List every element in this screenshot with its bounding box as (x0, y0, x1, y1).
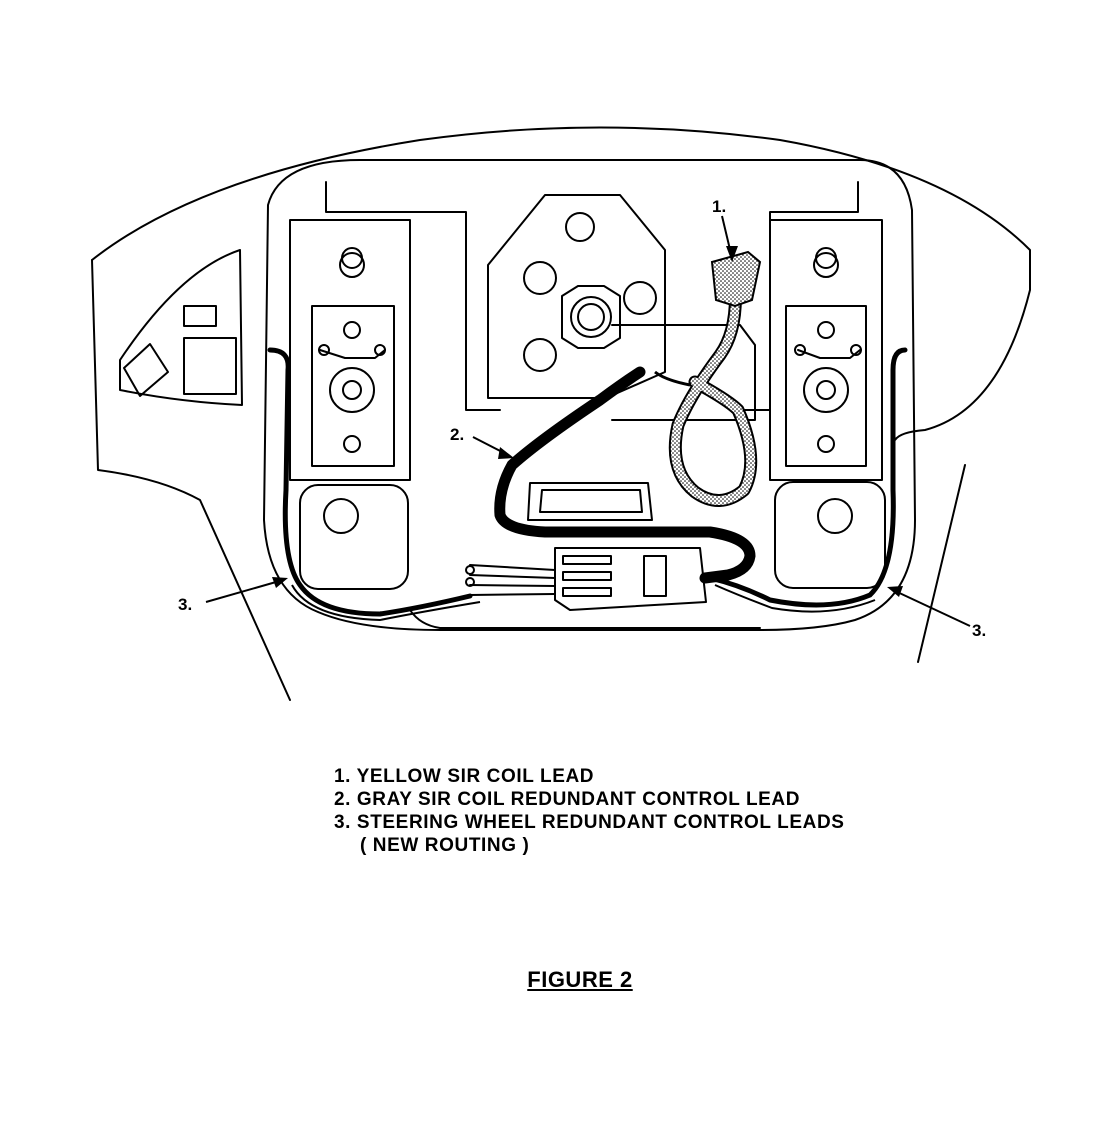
left-lower-block (299, 484, 409, 590)
callout-1: 1. (712, 197, 726, 216)
arrowhead-3-right (887, 586, 903, 597)
arrowhead-1 (726, 246, 738, 262)
left-bracket-pivot-outer (329, 367, 375, 413)
left-bracket-frame (289, 219, 411, 481)
center-nut (561, 285, 621, 349)
connector-pins (469, 564, 556, 596)
center-recess (611, 324, 756, 421)
right-bracket-pivot-outer (803, 367, 849, 413)
leader-3-right (892, 589, 971, 627)
legend-item-3-continuation: ( NEW ROUTING ) (360, 835, 530, 856)
lead-steering-wheel-right (707, 347, 908, 608)
left-panel-square-small (183, 305, 217, 327)
wheel-spoke-right (917, 464, 966, 663)
center-plate-hole-left (523, 261, 557, 295)
center-plate-hole-right (623, 281, 657, 315)
arrowhead-3-left (272, 577, 288, 588)
left-lower-hole (323, 498, 359, 534)
lower-housing-lip (409, 609, 761, 629)
right-upper-stud (813, 252, 839, 278)
callout-2: 2. (450, 425, 464, 444)
left-bracket-hole-bottom (343, 435, 361, 453)
legend-item-1: 1. YELLOW SIR COIL LEAD (334, 766, 595, 787)
right-bracket-hole-bottom (817, 435, 835, 453)
left-bracket-plate (311, 305, 395, 467)
right-lower-block (774, 481, 886, 589)
center-nut-bore (570, 296, 612, 338)
inner-housing (263, 159, 916, 631)
lead-gray-sir-coil (494, 366, 756, 584)
lead-yellow-plug (710, 250, 762, 308)
leader-3-left (205, 579, 284, 603)
figure-title: FIGURE 2 (527, 967, 633, 992)
right-lower-hole (817, 498, 853, 534)
legend-item-3: 3. STEERING WHEEL REDUNDANT CONTROL LEAD… (334, 812, 845, 833)
lead-steering-wheel-left (267, 347, 473, 617)
housing-top-right-notch (739, 181, 859, 411)
right-bracket-frame (769, 219, 883, 481)
arrowhead-2 (498, 447, 514, 459)
connector-tab-1 (562, 555, 612, 565)
left-bracket-pivot-inner (342, 380, 362, 400)
lead-gray-connector (654, 370, 691, 387)
wheel-hub-outline (91, 126, 1031, 441)
legend-item-2: 2. GRAY SIR COIL REDUNDANT CONTROL LEAD (334, 789, 801, 810)
wheel-hub-left-lower (91, 259, 291, 701)
right-bracket-hole-top (817, 321, 835, 339)
connector-latch (643, 555, 667, 597)
right-bracket-plate (785, 305, 867, 467)
legend: 1. YELLOW SIR COIL LEAD 2. GRAY SIR COIL… (334, 765, 845, 857)
left-panel-diamond (123, 343, 169, 397)
callout-3-left: 3. (178, 595, 192, 614)
right-bracket-pivot-inner (816, 380, 836, 400)
connector-body (554, 547, 707, 611)
housing-top-left-notch (325, 181, 501, 411)
left-upper-stud (339, 252, 365, 278)
left-bracket-hole-top (343, 321, 361, 339)
lower-clip (527, 482, 653, 521)
center-plate-hole-bottom (523, 338, 557, 372)
center-plate (487, 194, 666, 399)
callout-3-right: 3. (972, 621, 986, 640)
center-plate-hole-top (565, 212, 595, 242)
left-panel (119, 249, 243, 406)
left-panel-square (183, 337, 237, 395)
